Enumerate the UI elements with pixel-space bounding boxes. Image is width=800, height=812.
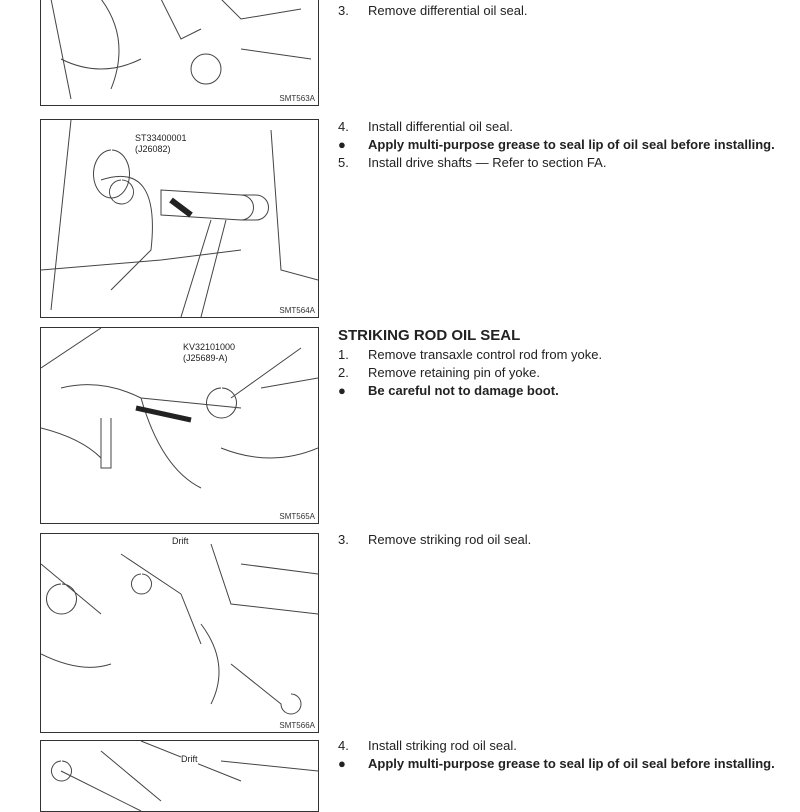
figure-id: SMT564A [279, 306, 315, 315]
step: 3. Remove striking rod oil seal. [338, 532, 793, 550]
illustration [50, 0, 312, 100]
section-title: STRIKING ROD OIL SEAL [338, 327, 521, 344]
tool-number: ST33400001 [135, 133, 187, 143]
step-text: Remove retaining pin of yoke. [368, 365, 540, 380]
figure-id: SMT566A [279, 721, 315, 730]
illustration [41, 120, 318, 317]
figure-smt564a: ST33400001(J26082) SMT564A [40, 119, 319, 318]
illustration [41, 543, 318, 715]
figure-smt563a: SMT563A [40, 0, 319, 106]
figure-smt565a: KV32101000(J25689-A) SMT565A [40, 327, 319, 524]
step-number: 3. [338, 3, 349, 18]
step-number: 2. [338, 365, 349, 380]
step-number: 4. [338, 119, 349, 134]
removal-steps: 1. Remove transaxle control rod from yoke… [338, 347, 793, 401]
tool-number: KV32101000 [183, 342, 236, 352]
step-text: Install striking rod oil seal. [368, 738, 517, 753]
illustration [41, 328, 318, 489]
drift-callout: Drift [181, 754, 198, 765]
figure-install-striking-rod: Drift [40, 740, 319, 812]
bullet-icon: ● [338, 756, 346, 771]
step-text: Remove differential oil seal. [368, 3, 528, 18]
figure-id: SMT563A [279, 94, 315, 103]
step-text: Install drive shafts — Refer to section … [368, 155, 607, 170]
step-number: 3. [338, 532, 349, 547]
step-number: 4. [338, 738, 349, 753]
step: 3. Remove differential oil seal. [338, 3, 793, 21]
tool-number-alt: (J26082) [135, 144, 171, 154]
install-steps: 4. Install striking rod oil seal. ● Apply … [338, 738, 793, 774]
step-number: 5. [338, 155, 349, 170]
step-number: 1. [338, 347, 349, 362]
install-steps: 4. Install differential oil seal. ● Apply … [338, 119, 793, 173]
bullet-icon: ● [338, 137, 346, 152]
note-text: Apply multi-purpose grease to seal lip o… [368, 137, 775, 152]
note-text: Be careful not to damage boot. [368, 383, 559, 398]
note-text: Apply multi-purpose grease to seal lip o… [368, 756, 775, 771]
step-text: Remove striking rod oil seal. [368, 532, 532, 547]
tool-callout: ST33400001(J26082) [135, 133, 187, 155]
tool-callout: KV32101000(J25689-A) [183, 342, 236, 364]
illustration [51, 741, 318, 811]
step-text: Remove transaxle control rod from yoke. [368, 347, 603, 362]
drift-callout: Drift [172, 536, 189, 547]
tool-number-alt: (J25689-A) [183, 353, 228, 363]
bullet-icon: ● [338, 383, 346, 398]
figure-smt566a: Drift SMT566A [40, 533, 319, 733]
step-text: Install differential oil seal. [368, 119, 514, 134]
figure-id: SMT565A [279, 512, 315, 521]
